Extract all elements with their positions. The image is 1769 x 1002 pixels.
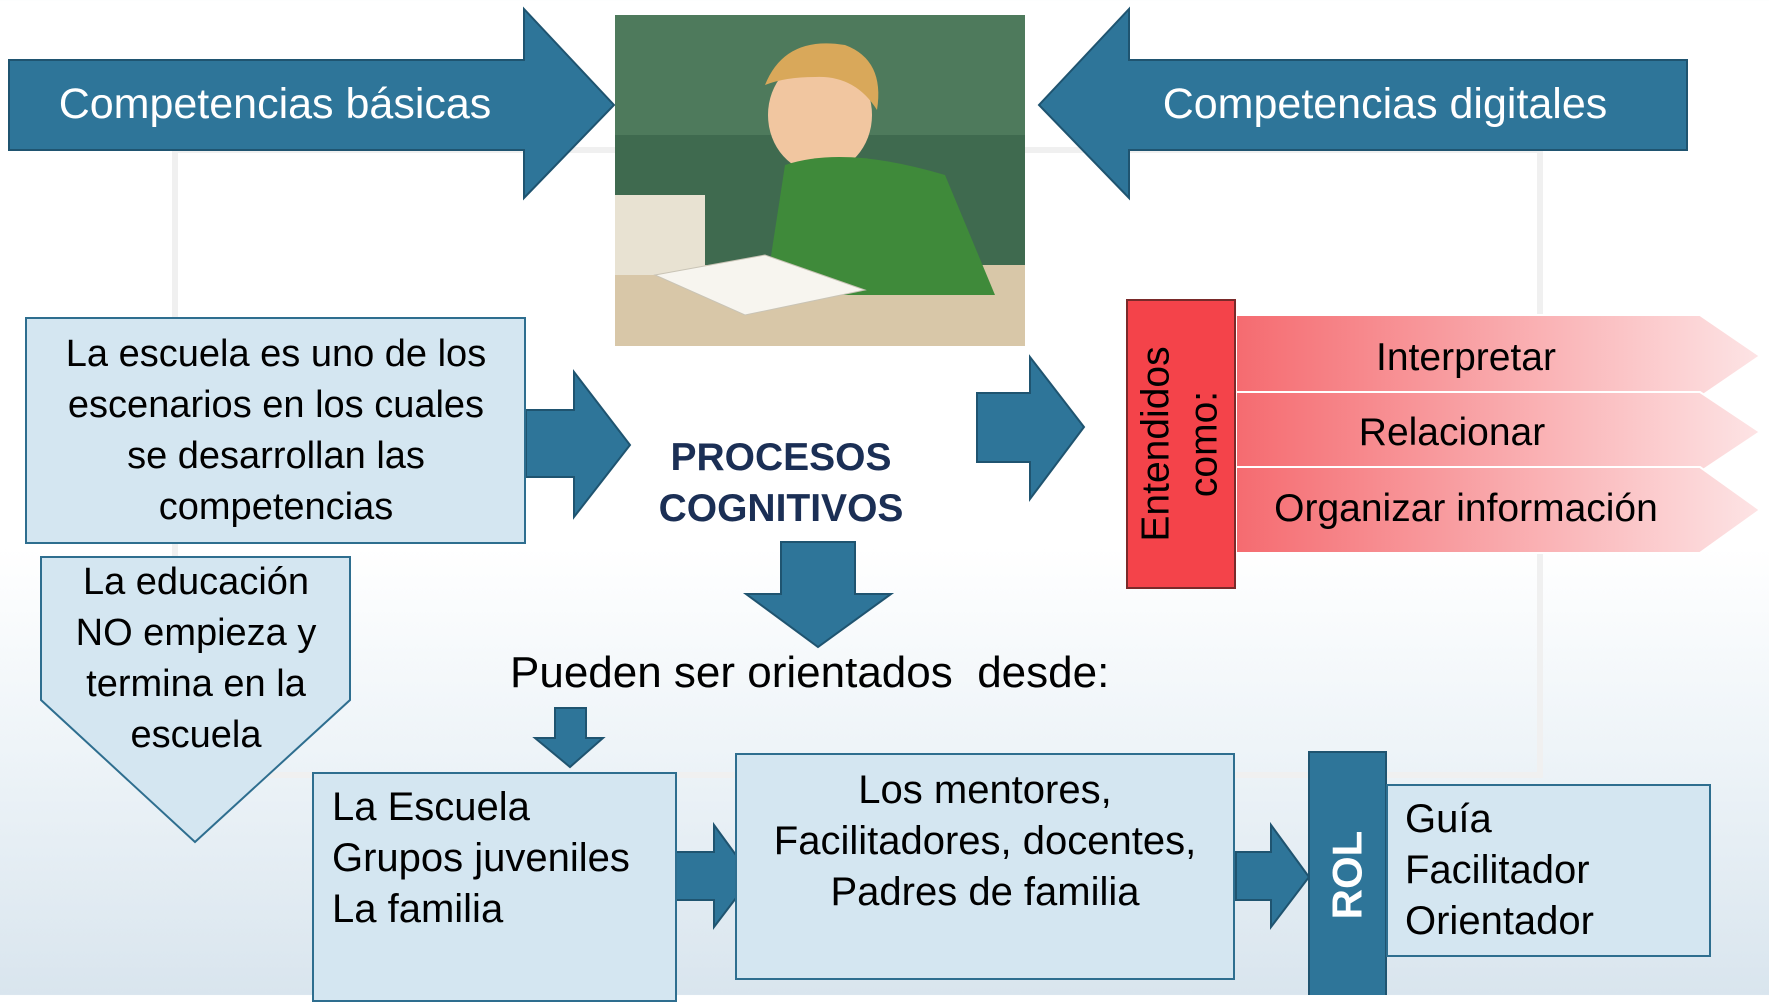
cognitivos-label: COGNITIVOS — [658, 486, 904, 530]
student-reading-photo — [615, 15, 1025, 346]
sources-list: La Escuela Grupos juveniles La familia — [332, 782, 672, 935]
school-box — [25, 317, 526, 544]
people-box — [735, 753, 1235, 980]
role-guia: Guía — [1405, 797, 1492, 841]
organizar-informacion-label: Organizar información — [1274, 487, 1658, 530]
education-callout-text: La educación NO empieza y termina en la … — [75, 561, 317, 756]
arrow-down-small — [532, 707, 606, 769]
role-orientador: Orientador — [1405, 899, 1594, 943]
arrow-right-to-entendidos — [976, 354, 1086, 502]
orientados-text: Pueden ser orientados desde: — [510, 647, 1110, 697]
arrow-left-competencias-digitales — [1037, 6, 1688, 201]
rol-label: ROL — [1309, 752, 1386, 997]
procesos-cognitivos-title: PROCESOS COGNITIVOS — [630, 430, 932, 535]
competencias-digitales-label: Competencias digitales — [1162, 79, 1608, 128]
source-escuela: La Escuela — [332, 785, 530, 829]
people-mentores: Los mentores, — [858, 768, 1112, 812]
source-grupos-juveniles: Grupos juveniles — [332, 836, 630, 880]
competencias-basicas-label: Competencias básicas — [58, 79, 492, 128]
role-list: Guía Facilitador Orientador — [1405, 794, 1705, 947]
people-padres: Padres de familia — [830, 870, 1140, 914]
school-box-text: La escuela es uno de los escenarios en l… — [65, 333, 487, 528]
people-facilitadores: Facilitadores, docentes, — [773, 819, 1197, 863]
people-list: Los mentores, Facilitadores, docentes, P… — [735, 765, 1235, 918]
arrow-right-competencias-basicas — [8, 6, 616, 201]
entendidos-como-label: Entendidos como: — [1127, 300, 1235, 588]
student-photo-icon — [615, 15, 1025, 346]
arrow-right-to-rol — [1235, 821, 1311, 930]
arrow-down-from-procesos — [742, 541, 895, 649]
entendidos-como-text: Entendidos como: — [1135, 346, 1226, 542]
interpretar-label: Interpretar — [1376, 336, 1556, 379]
education-callout-shape — [40, 556, 351, 844]
procesos-label: PROCESOS — [670, 435, 892, 479]
source-familia: La familia — [332, 887, 504, 931]
arrow-right-to-procesos — [525, 369, 632, 520]
entendidos-box — [1126, 299, 1236, 589]
rol-text: ROL — [1323, 830, 1371, 919]
relacionar-label: Relacionar — [1358, 411, 1546, 454]
role-facilitador: Facilitador — [1405, 848, 1590, 892]
arrow-right-to-people — [674, 821, 754, 930]
role-box — [1386, 784, 1711, 957]
sources-box — [312, 772, 677, 1002]
